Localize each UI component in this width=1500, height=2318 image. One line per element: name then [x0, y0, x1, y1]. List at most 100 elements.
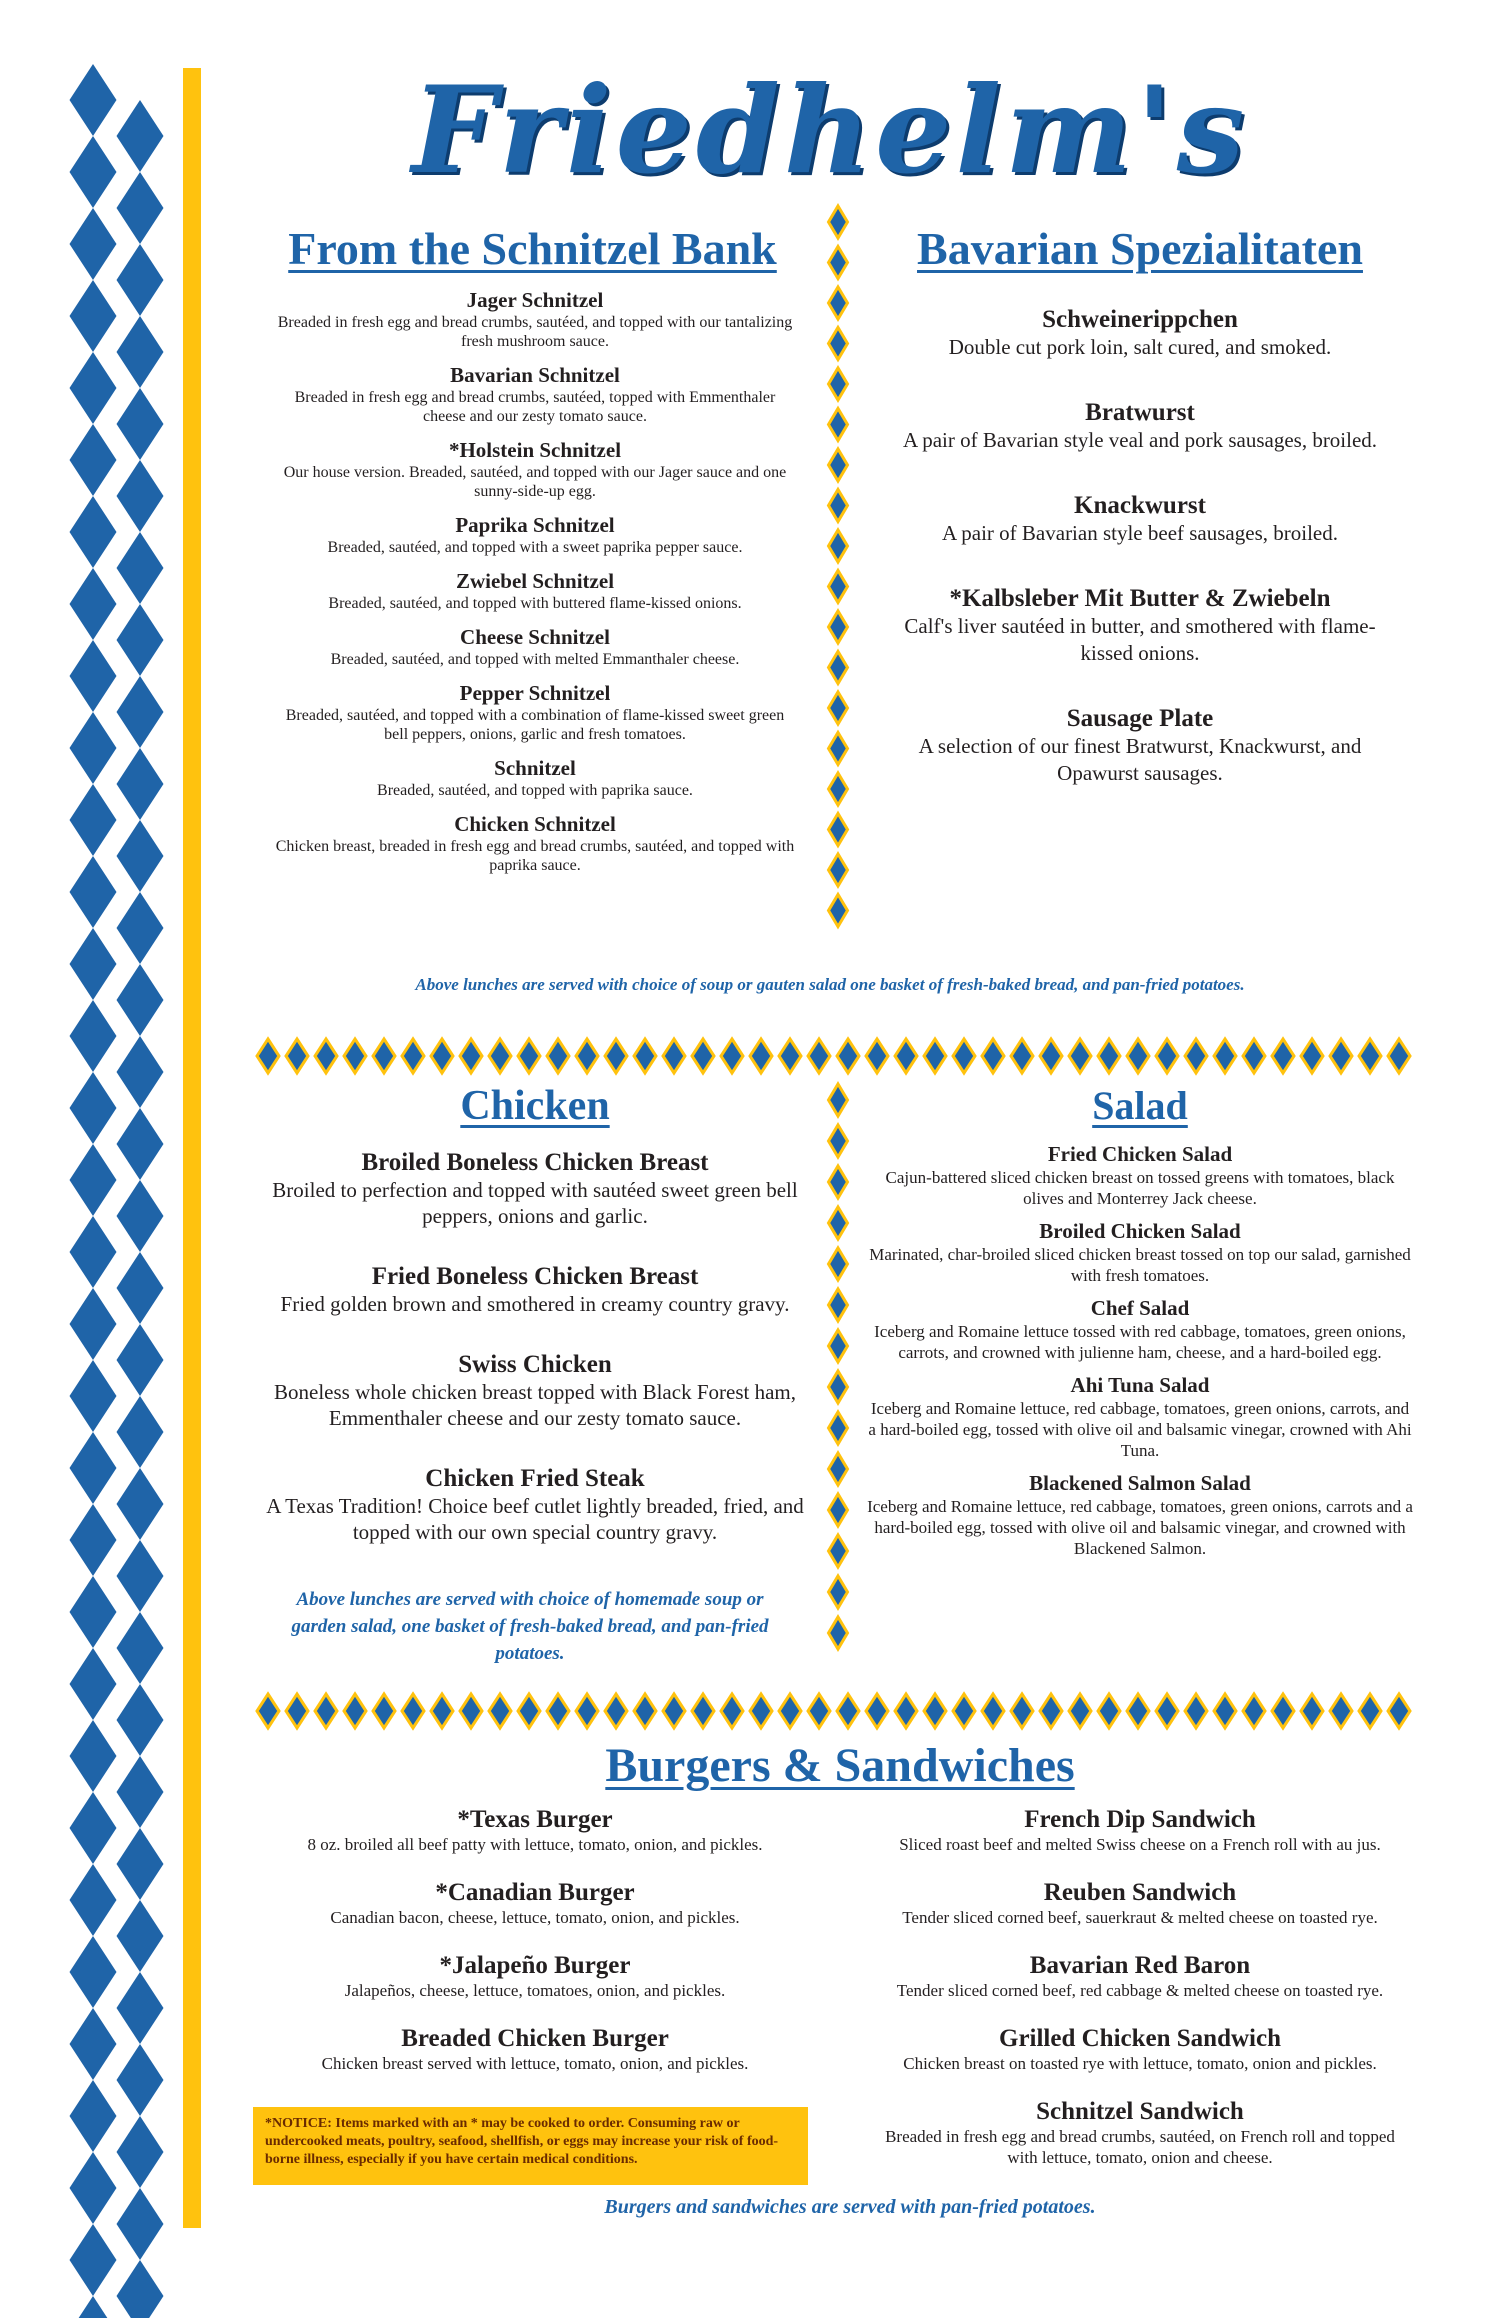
border-diamond	[69, 1360, 117, 1432]
border-diamond	[69, 2224, 117, 2296]
border-diamond	[69, 352, 117, 424]
divider-diamond	[826, 567, 850, 606]
menu-item-description: Iceberg and Romaine lettuce tossed with …	[874, 1322, 1406, 1362]
menu-item-description: Tender sliced corned beef, red cabbage &…	[896, 1981, 1384, 2000]
restaurant-logo: Friedhelm's	[411, 59, 1249, 201]
menu-item-name: Cheese Schnitzel	[460, 625, 610, 649]
border-diamond	[116, 676, 164, 748]
divider-diamond	[748, 1036, 774, 1076]
divider-diamond	[826, 284, 850, 322]
divider-diamond	[826, 1327, 850, 1365]
border-diamond	[116, 1540, 164, 1612]
divider-diamond	[826, 891, 850, 930]
divider-diamond	[826, 405, 850, 444]
divider-diamond	[893, 1036, 919, 1076]
menu-item-description: Marinated, char-broiled sliced chicken b…	[869, 1245, 1411, 1285]
menu-item-description: A pair of Bavarian style beef sausages, …	[942, 521, 1338, 545]
border-diamond	[116, 1252, 164, 1324]
divider-diamond	[835, 1036, 861, 1076]
divider-diamond	[574, 1036, 600, 1076]
border-diamond	[69, 2080, 117, 2152]
menu-item-description: Sliced roast beef and melted Swiss chees…	[899, 1835, 1381, 1854]
menu-item-name: Grilled Chicken Sandwich	[999, 2025, 1281, 2052]
menu-item-name: *Jalapeño Burger	[439, 1952, 631, 1979]
border-diamond	[116, 964, 164, 1036]
menu-item-name: *Canadian Burger	[435, 1879, 635, 1906]
divider-diamond	[632, 1691, 658, 1731]
divider-diamond	[1299, 1691, 1325, 1731]
divider-diamond	[1125, 1036, 1151, 1076]
border-diamond	[69, 1936, 117, 2008]
menu-item-name: Fried Boneless Chicken Breast	[371, 1263, 699, 1290]
divider-diamond	[826, 1081, 850, 1119]
menu-item-name: Fried Chicken Salad	[1047, 1142, 1233, 1166]
divider-diamond	[826, 1532, 850, 1570]
divider-diamond	[1270, 1691, 1296, 1731]
border-diamond	[69, 136, 117, 208]
divider-diamond	[255, 1691, 281, 1731]
menu-item-description: Calf's liver sautéed in butter, and smot…	[904, 614, 1376, 665]
divider-diamond	[748, 1691, 774, 1731]
divider-diamond	[826, 1368, 850, 1406]
menu-item-name: Pepper Schnitzel	[459, 681, 611, 705]
divider-diamond	[545, 1036, 571, 1076]
divider-diamond	[826, 365, 850, 403]
menu-item-description: Tender sliced corned beef, sauerkraut & …	[902, 1908, 1378, 1927]
menu-item-description: Breaded in fresh egg and bread crumbs, s…	[885, 2127, 1395, 2167]
border-diamond	[116, 1468, 164, 1540]
border-diamond	[116, 460, 164, 532]
menu-item-description: Iceberg and Romaine lettuce, red cabbage…	[868, 1399, 1412, 1460]
divider-diamond	[1125, 1691, 1151, 1731]
divider-diamond	[487, 1691, 513, 1731]
divider-diamond	[1096, 1691, 1122, 1731]
border-diamond	[116, 532, 164, 604]
divider-diamond	[826, 729, 850, 768]
divider-diamond	[826, 1163, 850, 1201]
divider-diamond	[1386, 1036, 1412, 1076]
menu-item-name: Schweinerippchen	[1042, 306, 1238, 333]
menu-item-name: Broiled Chicken Salad	[1039, 1219, 1241, 1243]
divider-diamond	[1067, 1691, 1093, 1731]
section-title-bavarian: Bavarian Spezialitaten	[917, 223, 1363, 274]
divider-diamond	[429, 1691, 455, 1731]
divider-diamond	[458, 1036, 484, 1076]
menu-item-name: Chicken Schnitzel	[454, 812, 616, 836]
divider-diamond	[826, 810, 850, 849]
border-diamond	[116, 1972, 164, 2044]
menu-item-name: Zwiebel Schnitzel	[455, 569, 615, 593]
divider-diamond	[1357, 1036, 1383, 1076]
border-diamond	[69, 1648, 117, 1720]
divider-diamond	[826, 446, 850, 484]
divider-diamond	[980, 1036, 1006, 1076]
divider-diamond	[429, 1036, 455, 1076]
divider-diamond	[980, 1691, 1006, 1731]
divider-diamond	[516, 1036, 542, 1076]
divider-diamond	[342, 1036, 368, 1076]
divider-diamond	[313, 1036, 339, 1076]
divider-diamond	[603, 1036, 629, 1076]
menu-item-description: Broiled to perfection and topped with sa…	[272, 1178, 798, 1228]
section-title-schnitzel: From the Schnitzel Bank	[288, 223, 777, 274]
divider-diamond	[826, 1409, 850, 1447]
divider-diamond	[1241, 1036, 1267, 1076]
border-diamond	[116, 1612, 164, 1684]
border-diamond	[116, 892, 164, 964]
border-diamond	[69, 280, 117, 352]
menu-item-description: Breaded, sautéed, and topped with a swee…	[327, 539, 743, 556]
menu-item-description: Boneless whole chicken breast topped wit…	[274, 1380, 796, 1430]
divider-diamond	[777, 1691, 803, 1731]
divider-diamond	[1067, 1036, 1093, 1076]
border-diamond	[116, 100, 164, 172]
menu-item-description: Fried golden brown and smothered in crea…	[280, 1292, 790, 1316]
divider-diamond	[826, 851, 850, 889]
